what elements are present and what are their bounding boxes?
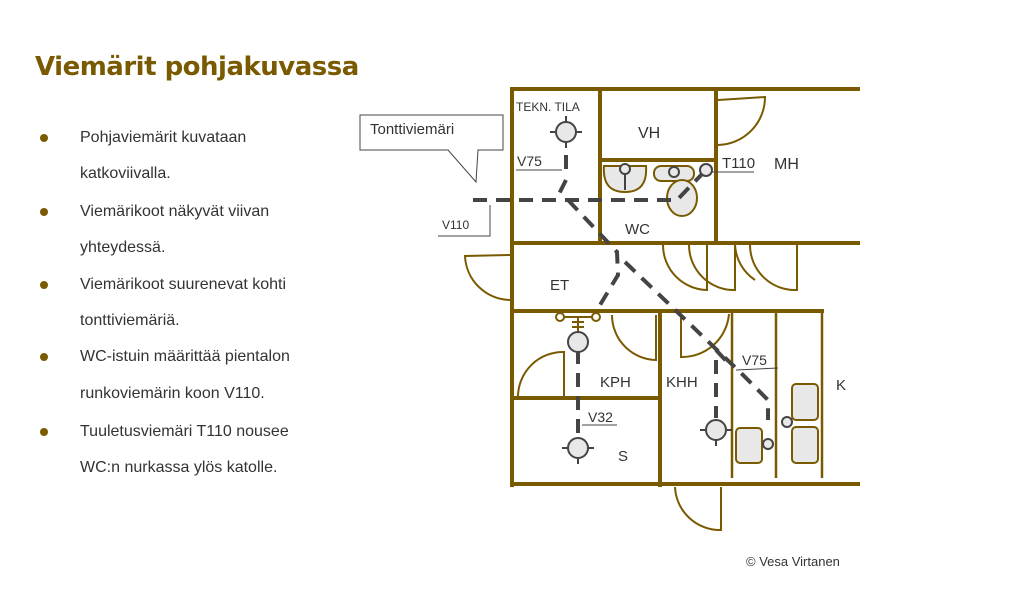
pipe-main-diagonal xyxy=(566,198,621,307)
pipe-label-t110: T110 xyxy=(722,155,755,172)
bullet-dot xyxy=(40,208,48,216)
bullet-text: katkoviivalla. xyxy=(80,165,171,182)
slide-title: Viemärit pohjakuvassa xyxy=(35,52,359,82)
bullet-text: Pohjaviemärit kuvataan xyxy=(80,129,247,146)
appliance xyxy=(791,383,819,421)
bullet-dot xyxy=(40,428,48,436)
floor-drain-icon xyxy=(567,437,589,459)
bullet-text: Viemärikoot suurenevat kohti xyxy=(80,276,287,293)
callout-bubble xyxy=(359,114,504,184)
bullet-dot xyxy=(40,134,48,142)
room-label-tekn: TEKN. TILA xyxy=(516,100,580,114)
fixtures xyxy=(555,165,819,464)
room-label-wc: WC xyxy=(625,221,650,238)
room-label-khh: KHH xyxy=(666,374,698,391)
floor-drain-icon xyxy=(567,331,589,353)
toilet-bowl xyxy=(666,179,698,217)
room-label-vh: VH xyxy=(638,125,660,142)
floor-drain-icon xyxy=(705,419,727,441)
callout-text: Tonttiviemäri xyxy=(370,121,454,138)
room-label-mh: MH xyxy=(774,156,799,173)
room-label-et: ET xyxy=(550,277,569,294)
thin-walls xyxy=(730,311,824,478)
pipe-label-v75: V75 xyxy=(517,153,542,169)
pipe-v75-tekn xyxy=(554,155,568,201)
walls xyxy=(510,87,860,487)
bullet-text: WC-istuin määrittää pientalon xyxy=(80,348,290,365)
bullet-dot xyxy=(40,353,48,361)
bullet-text: tonttiviemäriä. xyxy=(80,312,180,329)
appliance xyxy=(791,426,819,464)
bullet-text: runkoviemärin koon V110. xyxy=(80,385,265,402)
room-label-kph: KPH xyxy=(600,374,631,391)
pipe-label-v32: V32 xyxy=(588,409,613,425)
pipe-v110 xyxy=(473,168,708,202)
pipe-v75-k xyxy=(623,260,770,420)
bullet-text: Viemärikoot näkyvät viivan xyxy=(80,203,270,220)
pipe-label-v110: V110 xyxy=(442,218,469,232)
pipe-label-v75: V75 xyxy=(742,352,767,368)
copyright: © Vesa Virtanen xyxy=(746,554,840,569)
bullet-text: yhteydessä. xyxy=(80,239,166,256)
drains xyxy=(550,116,793,464)
bullet-text: WC:n nurkassa ylös katolle. xyxy=(80,459,278,476)
pipe-khh xyxy=(714,348,732,418)
sauna-heater xyxy=(558,316,598,332)
room-label-k: K xyxy=(836,377,846,394)
floor-drain-icon xyxy=(555,121,577,143)
bullet-text: Tuuletusviemäri T110 nousee xyxy=(80,423,289,440)
appliance xyxy=(735,427,763,464)
door-arcs xyxy=(463,95,798,532)
room-label-s: S xyxy=(618,448,628,465)
bullet-dot xyxy=(40,281,48,289)
leader-lines xyxy=(438,169,779,426)
